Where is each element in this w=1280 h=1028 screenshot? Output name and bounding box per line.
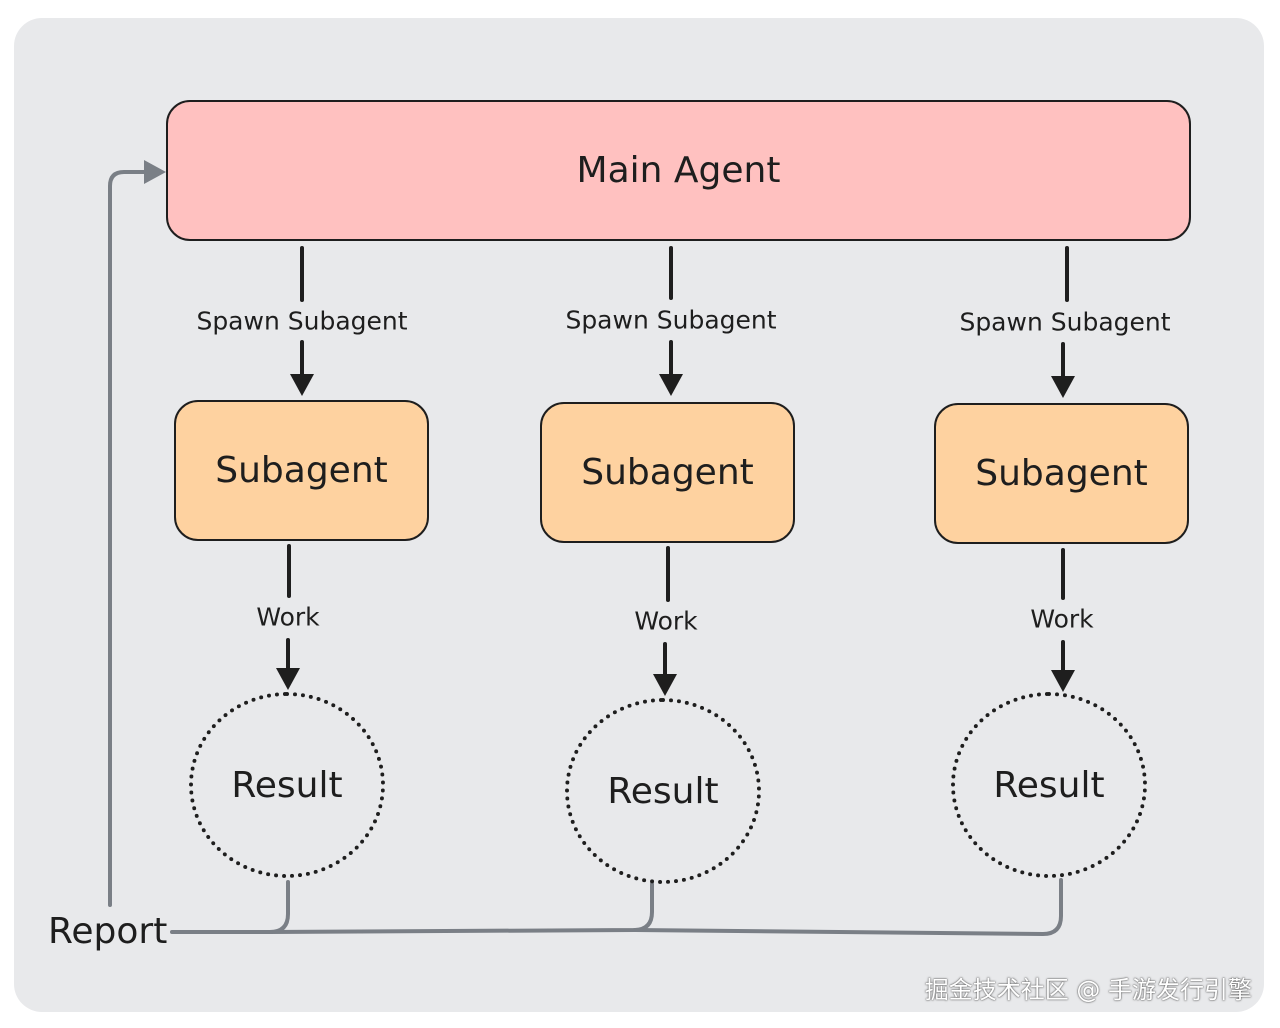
work-label-2: Work [630,606,702,636]
result-label-3: Result [993,764,1105,806]
subagent-label-2: Subagent [581,452,754,493]
work-label-1: Work [252,602,324,632]
report-return-arrow [108,170,152,907]
work-label-3: Work [1026,604,1098,634]
spawn-label-3: Spawn Subagent [955,307,1175,337]
subagent-label-3: Subagent [975,453,1148,494]
subagent-label-1: Subagent [215,450,388,491]
result-node-1: Result [189,692,385,878]
report-label: Report [48,911,168,952]
report-line [170,878,1063,937]
subagent-box-2: Subagent [540,402,795,543]
watermark-text: 掘金技术社区 @ 手游发行引擎 [924,976,1252,1004]
main-agent-box: Main Agent [166,100,1191,241]
result-node-3: Result [951,692,1147,878]
result-label-2: Result [607,770,719,812]
spawn-label-1: Spawn Subagent [192,306,412,336]
result-node-2: Result [565,698,761,884]
main-agent-label: Main Agent [576,150,781,191]
spawn-label-2: Spawn Subagent [561,305,781,335]
subagent-box-3: Subagent [934,403,1189,544]
result-label-1: Result [231,764,343,806]
subagent-box-1: Subagent [174,400,429,541]
